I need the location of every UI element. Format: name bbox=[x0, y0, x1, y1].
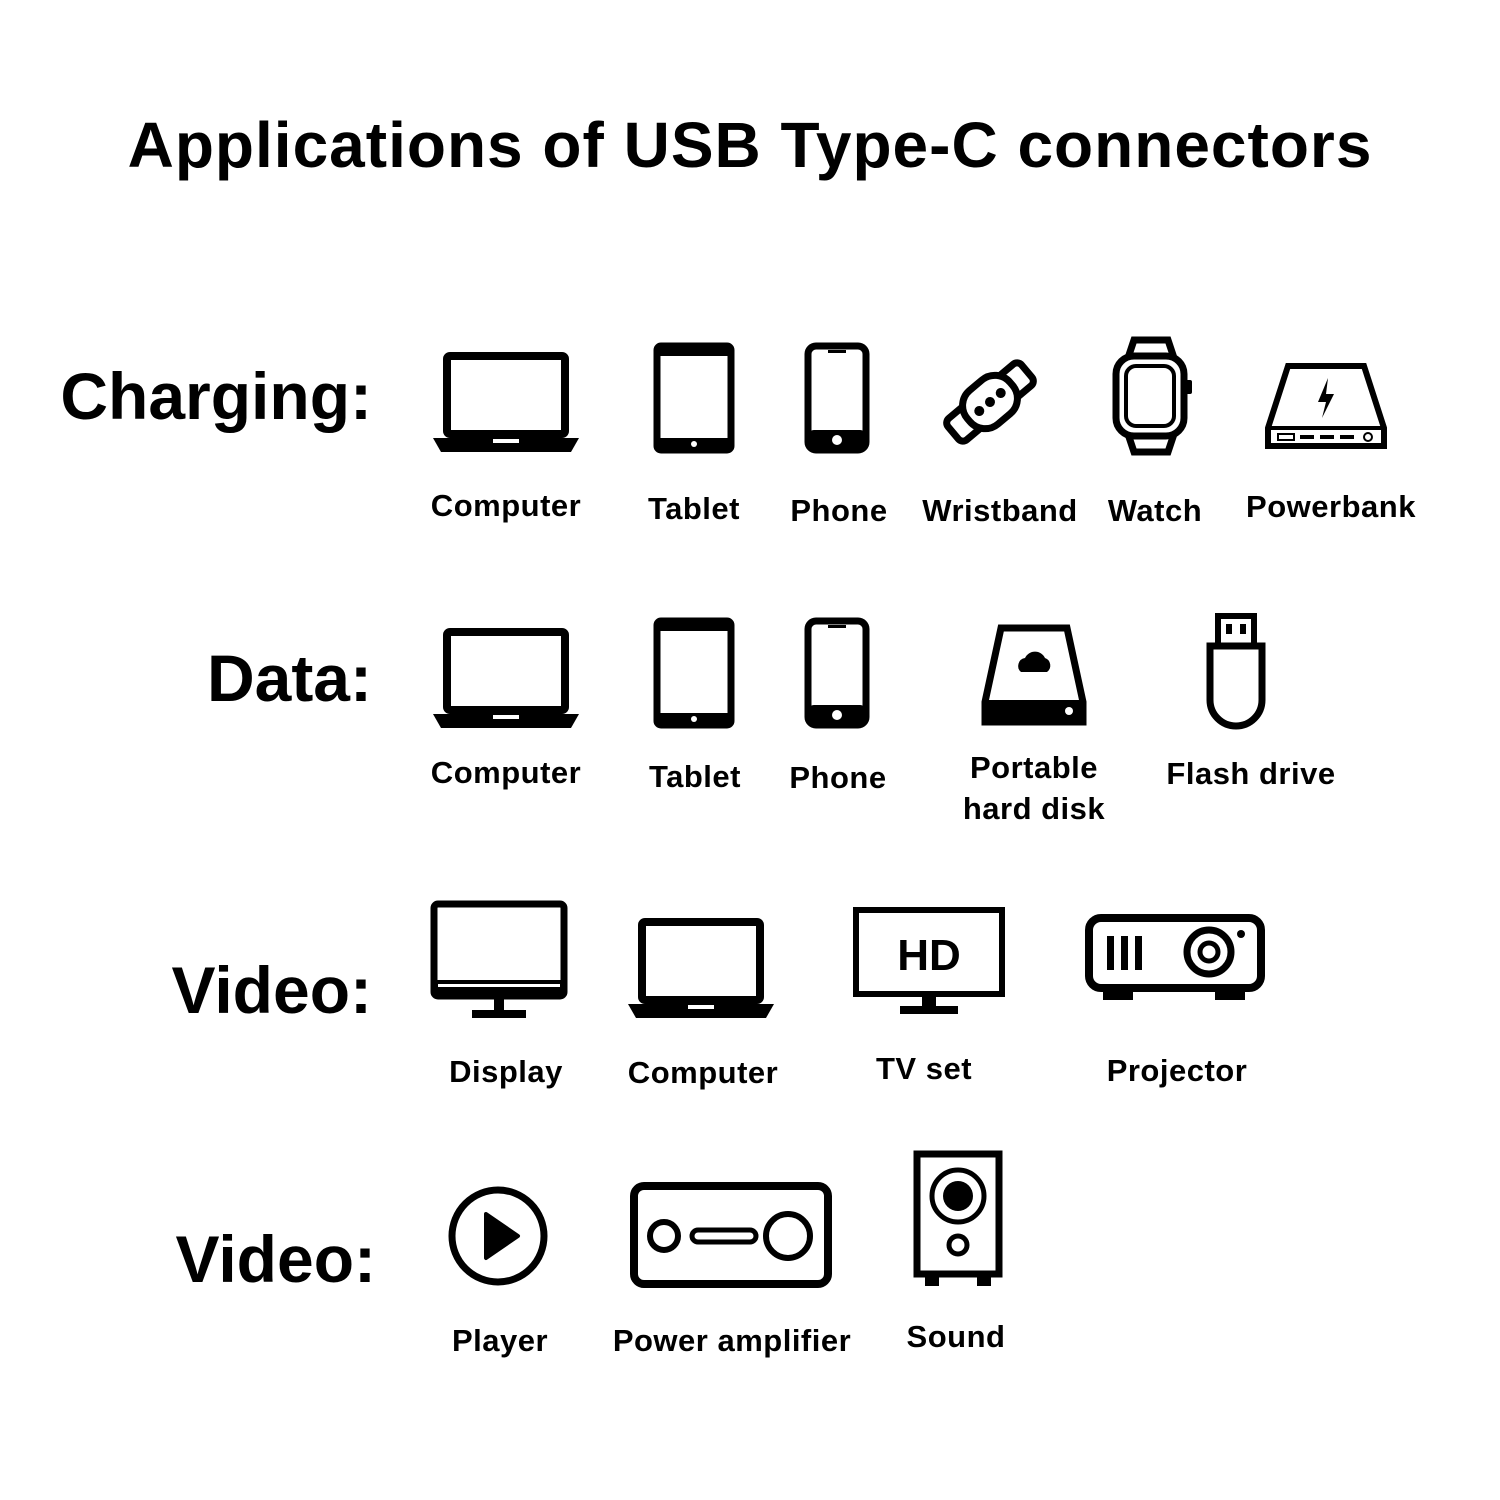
row-label-data: Data: bbox=[206, 641, 372, 715]
powerbank-icon bbox=[1264, 362, 1388, 454]
tv-icon: HD bbox=[852, 906, 1006, 1018]
row-label-charging: Charging: bbox=[60, 359, 372, 433]
item-label: Computer bbox=[430, 488, 582, 523]
item-label: Powerbank bbox=[1246, 489, 1416, 524]
item-label: Tablet bbox=[649, 759, 741, 794]
tablet-icon bbox=[653, 342, 735, 454]
laptop-icon bbox=[626, 918, 776, 1020]
item-label: Power amplifier bbox=[612, 1323, 852, 1358]
item-label: Tablet bbox=[648, 491, 740, 526]
phone-icon bbox=[804, 342, 870, 454]
page-title: Applications of USB Type-C connectors bbox=[127, 109, 1373, 181]
phone-icon bbox=[804, 617, 870, 729]
item-label: Computer bbox=[627, 1055, 779, 1090]
item-label: Display bbox=[449, 1054, 563, 1089]
item-label: Watch bbox=[1107, 493, 1203, 528]
item-label: Player bbox=[451, 1323, 549, 1358]
hard-disk-icon bbox=[979, 624, 1089, 728]
row-label-video-2: Video: bbox=[175, 1222, 376, 1296]
watch-icon bbox=[1110, 336, 1194, 456]
speaker-icon bbox=[913, 1150, 1003, 1288]
item-label: Sound bbox=[906, 1319, 1006, 1354]
laptop-icon bbox=[431, 628, 581, 730]
item-label: TV set bbox=[875, 1051, 973, 1086]
tv-hd-text: HD bbox=[897, 931, 961, 980]
amplifier-icon bbox=[630, 1182, 832, 1288]
projector-icon bbox=[1085, 912, 1265, 1004]
item-label: Phone bbox=[789, 760, 887, 795]
row-label-video: Video: bbox=[171, 953, 372, 1027]
flash-drive-icon bbox=[1204, 612, 1268, 732]
item-label: Flash drive bbox=[1166, 756, 1336, 791]
laptop-icon bbox=[431, 352, 581, 454]
item-label-text: Portable hard disk bbox=[962, 750, 1106, 826]
item-label: Computer bbox=[430, 755, 582, 790]
item-label: Projector bbox=[1106, 1053, 1248, 1088]
item-label: Phone bbox=[790, 493, 888, 528]
item-label: Portable hard disk bbox=[949, 747, 1119, 829]
tablet-icon bbox=[653, 617, 735, 729]
item-label: Wristband bbox=[922, 493, 1078, 528]
display-icon bbox=[430, 900, 568, 1022]
wristband-icon bbox=[938, 350, 1042, 454]
player-icon bbox=[446, 1184, 550, 1288]
